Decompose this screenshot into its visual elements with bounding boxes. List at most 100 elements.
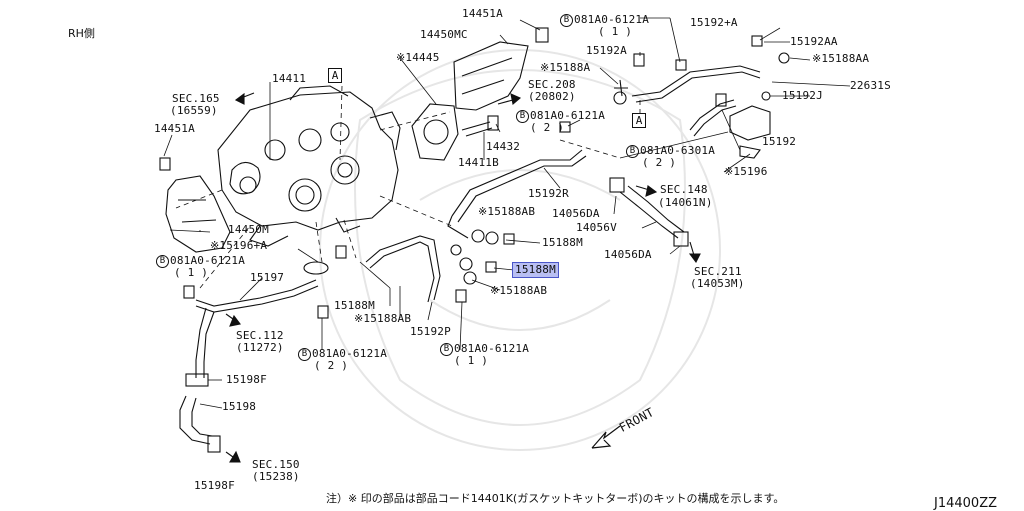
part-number: 081A0-6121A: [454, 342, 530, 355]
pipe-15192P: [365, 235, 441, 303]
footnote: 注）※ 印の部品は部品コード14401K(ガスケットキットターボ)のキットの構成…: [326, 492, 785, 505]
section-code-16559: (16559): [170, 104, 218, 117]
clamp-15198F-upper: [185, 373, 209, 387]
part-label-15192[interactable]: 15192: [762, 135, 797, 148]
section-code-15238: (15238): [252, 470, 300, 483]
part-label-14432[interactable]: 14432: [486, 140, 521, 153]
part-number: 081A0-6301A: [640, 144, 716, 157]
clamp-14056DA: [673, 231, 689, 247]
section-label-208[interactable]: SEC.208: [528, 78, 576, 91]
section-label-165[interactable]: SEC.165: [172, 92, 220, 105]
turbocharger-body: [217, 85, 401, 247]
pipe-15197: [195, 279, 319, 313]
heat-shield-upper-ribs: [461, 57, 513, 95]
part-label-14450M[interactable]: 14450M: [228, 223, 269, 236]
part-label-15188A[interactable]: ※15188A: [540, 61, 591, 74]
diagram-code: J14400ZZ: [934, 496, 998, 511]
arrows: [225, 92, 701, 463]
part-label-14451A-left[interactable]: 14451A: [154, 122, 195, 135]
part-label-15192AA[interactable]: 15192AA: [790, 35, 838, 48]
part-label-15188M-a[interactable]: 15188M: [542, 236, 583, 249]
part-label-15196-plus-A[interactable]: ※15196+A: [210, 239, 268, 252]
part-label-15188M-b[interactable]: 15188M: [334, 299, 375, 312]
section-code-20802: (20802): [528, 90, 576, 103]
section-code-14053M: (14053M): [690, 277, 745, 290]
part-label-14056V[interactable]: 14056V: [576, 221, 617, 234]
part-number: 081A0-6121A: [312, 347, 388, 360]
part-qty-081A0-bottom-left: ( 2 ): [314, 359, 349, 372]
part-label-14056DA-b[interactable]: 14056DA: [604, 248, 652, 261]
part-label-15188AA[interactable]: ※15188AA: [812, 52, 870, 65]
part-label-15198[interactable]: 15198: [222, 400, 257, 413]
nut-14432: [487, 115, 499, 131]
section-label-150[interactable]: SEC.150: [252, 458, 300, 471]
gasket-15196: [739, 145, 761, 159]
part-qty-081A0-6301A: ( 2 ): [642, 156, 677, 169]
front-arrow: [591, 425, 621, 449]
part-label-15188AB-c[interactable]: ※15188AB: [354, 312, 412, 325]
part-label-14056DA-a[interactable]: 14056DA: [552, 207, 600, 220]
hose-15198: [195, 307, 215, 378]
hose-14056V: [619, 185, 685, 239]
reference-box-a-right: A: [632, 113, 646, 128]
bolt-mark-icon: B: [560, 14, 573, 27]
part-label-15196[interactable]: ※15196: [724, 165, 768, 178]
pipe-15192R: [451, 149, 587, 223]
clamp-15198F-lower: [207, 435, 221, 453]
part-label-15188M-highlighted[interactable]: 15188M: [512, 262, 559, 278]
reference-box-a-left: A: [328, 68, 342, 83]
bolt-mark-icon: B: [440, 343, 453, 356]
bolt-mark-icon: B: [156, 255, 169, 268]
part-label-15192R[interactable]: 15192R: [528, 187, 569, 200]
heat-shield-ribs: [178, 199, 217, 223]
part-number: 081A0-6121A: [530, 109, 606, 122]
part-label-14451A-top[interactable]: 14451A: [462, 7, 503, 20]
hose-15198-lower: [179, 395, 213, 445]
part-number: 081A0-6121A: [574, 13, 650, 26]
bolt-mark-icon: B: [626, 145, 639, 158]
section-code-11272: (11272): [236, 341, 284, 354]
heat-shield-lower: [165, 175, 231, 253]
gasket-14445: [411, 103, 459, 161]
part-label-14445[interactable]: ※14445: [396, 51, 440, 64]
part-label-15198F-b[interactable]: 15198F: [194, 479, 235, 492]
part-label-14411B[interactable]: 14411B: [458, 156, 499, 169]
bolts: [159, 27, 763, 319]
section-label-112[interactable]: SEC.112: [236, 329, 284, 342]
part-qty-081A0-mid: ( 2 ): [530, 121, 565, 134]
part-label-14411[interactable]: 14411: [272, 72, 307, 85]
washers: [303, 52, 790, 285]
part-label-14450MC[interactable]: 14450MC: [420, 28, 468, 41]
part-label-15192A[interactable]: 15192A: [586, 44, 627, 57]
bracket-15192: [729, 105, 771, 141]
heat-shield-upper: [453, 41, 529, 111]
part-qty-081A0-bottom-right: ( 1 ): [454, 354, 489, 367]
banjo-15192A: [614, 79, 628, 97]
section-label-148[interactable]: SEC.148: [660, 183, 708, 196]
part-label-15192P[interactable]: 15192P: [410, 325, 451, 338]
section-label-211[interactable]: SEC.211: [694, 265, 742, 278]
part-label-15192J[interactable]: 15192J: [782, 89, 823, 102]
part-label-22631S[interactable]: 22631S: [850, 79, 891, 92]
bolt-mark-icon: B: [298, 348, 311, 361]
part-label-15188AB-a[interactable]: ※15188AB: [478, 205, 536, 218]
bolt-mark-icon: B: [516, 110, 529, 123]
part-qty-081A0-top: ( 1 ): [598, 25, 633, 38]
part-label-15198F-a[interactable]: 15198F: [226, 373, 267, 386]
part-number: 081A0-6121A: [170, 254, 246, 267]
dashed-guides: [175, 85, 641, 289]
part-label-15188AB-b[interactable]: ※15188AB: [490, 284, 548, 297]
clamp-14056DA-upper: [609, 177, 625, 193]
part-label-15197[interactable]: 15197: [250, 271, 285, 284]
pipe-to-bracket: [689, 99, 737, 137]
section-code-14061N: (14061N): [658, 196, 713, 209]
part-label-15192-plus-A[interactable]: 15192+A: [690, 16, 738, 29]
side-indicator: RH側: [68, 27, 95, 40]
